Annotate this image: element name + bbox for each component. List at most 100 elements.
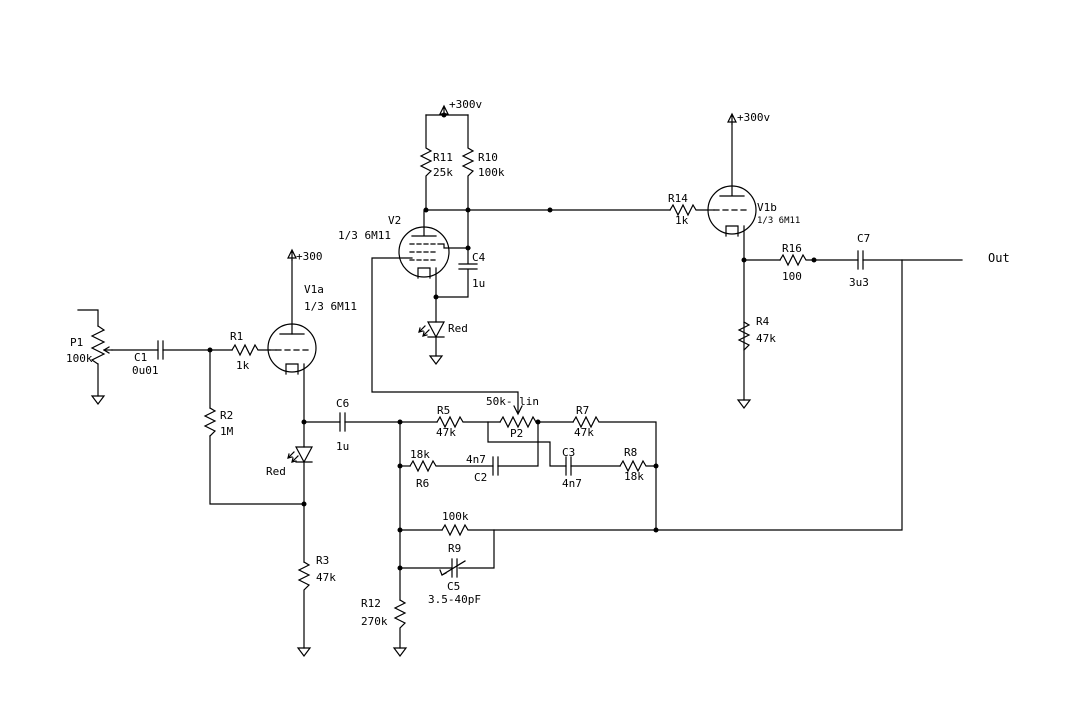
r16-value: 100 — [782, 270, 802, 283]
v1b-triode — [707, 123, 757, 401]
r10-ref: R10 — [478, 151, 498, 164]
c4-value: 1u — [472, 277, 485, 290]
r7-resistor — [572, 415, 657, 531]
r11-value: 25k — [433, 166, 453, 179]
r9-resistor — [441, 523, 657, 537]
led2-diode — [418, 296, 445, 357]
r16-ref: R16 — [782, 242, 802, 255]
r2-ref: R2 — [220, 409, 233, 422]
c7-capacitor — [857, 250, 864, 270]
r2-value: 1M — [220, 425, 234, 438]
r12-resistor — [393, 599, 407, 649]
p2-ref: P2 — [510, 427, 523, 440]
r2-resistor — [203, 407, 217, 437]
r9-ref: R9 — [448, 542, 461, 555]
v1a-triode — [267, 259, 317, 423]
r9-value: 100k — [442, 510, 469, 523]
p1-value: 100k — [66, 352, 93, 365]
junction-r9-right — [653, 527, 659, 533]
c3-capacitor — [565, 456, 572, 476]
r8-resistor — [619, 459, 657, 473]
p1-potentiometer — [77, 309, 113, 397]
p2-value: 50k- lin — [486, 395, 539, 408]
r5-value: 47k — [436, 426, 456, 439]
r3-resistor — [297, 561, 311, 649]
r11-ref: R11 — [433, 151, 453, 164]
v2-ref: V2 — [388, 214, 401, 227]
r12-ref: R12 — [361, 597, 381, 610]
r6-resistor — [409, 459, 494, 473]
r6-value: 18k — [410, 448, 430, 461]
v1a-value: 1/3 6M11 — [304, 300, 357, 313]
wire-p2-right-c3 — [537, 421, 567, 467]
wire-c5-loop — [399, 529, 495, 569]
p1-ground-symbol — [90, 395, 106, 405]
c1-capacitor — [157, 340, 164, 360]
c5-ref: C5 — [447, 580, 460, 593]
r3-ground-symbol — [296, 647, 312, 657]
r4-ground-symbol — [736, 399, 752, 409]
v1b-supply-arrow — [727, 112, 737, 125]
c7-ref: C7 — [857, 232, 870, 245]
wire-r2-bottom — [209, 435, 305, 505]
c3-ref: C3 — [562, 446, 575, 459]
v1a-ref: V1a — [304, 283, 324, 296]
wire-feedback — [655, 259, 903, 531]
v1a-supply-arrow — [287, 248, 297, 261]
p2-wiper-arrow — [513, 405, 523, 416]
r6-ref: R6 — [416, 477, 429, 490]
led2-label: Red — [448, 322, 468, 335]
r5-ref: R5 — [437, 404, 450, 417]
c4-capacitor — [435, 209, 478, 298]
c5-value: 3.5-40pF — [428, 593, 481, 606]
r3-ref: R3 — [316, 554, 329, 567]
v2-supply-label: +300v — [449, 98, 482, 111]
v1a-supply-label: +300 — [296, 250, 323, 263]
r11-resistor — [419, 114, 433, 211]
v2-pentode — [398, 209, 471, 298]
junction-v2-supply — [441, 112, 447, 118]
r8-ref: R8 — [624, 446, 637, 459]
r1-resistor — [231, 343, 271, 357]
r1-ref: R1 — [230, 330, 243, 343]
p1-ref: P1 — [70, 336, 83, 349]
r14-value: 1k — [675, 214, 689, 227]
junction-r6-left — [397, 463, 403, 469]
junction-r16-c7 — [811, 257, 817, 263]
v1b-ref: V1b — [757, 201, 777, 214]
output-label: Out — [988, 251, 1010, 265]
wire-v2-grid-to-p2 — [371, 257, 519, 413]
c6-ref: C6 — [336, 397, 349, 410]
c6-capacitor — [339, 412, 346, 432]
c6-value: 1u — [336, 440, 349, 453]
led1-diode — [287, 421, 313, 563]
r10-resistor — [461, 114, 475, 211]
r16-resistor — [779, 253, 859, 267]
junction-r2-r3 — [301, 501, 307, 507]
c1-value: 0u01 — [132, 364, 159, 377]
c2-capacitor — [492, 456, 499, 476]
r7-value: 47k — [574, 426, 594, 439]
r4-resistor — [737, 321, 751, 351]
p2-potentiometer — [499, 415, 537, 429]
c3-value: 4n7 — [562, 477, 582, 490]
r10-value: 100k — [478, 166, 505, 179]
v1b-value: 1/3 6M11 — [757, 216, 800, 226]
r8-value: 18k — [624, 470, 644, 483]
r5-resistor — [436, 415, 501, 429]
r12-ground-symbol — [392, 647, 408, 657]
v1b-supply-label: +300v — [737, 111, 770, 124]
r4-ref: R4 — [756, 315, 770, 328]
c7-value: 3u3 — [849, 276, 869, 289]
c5-trimmer-capacitor — [439, 558, 466, 578]
led2-ground-symbol — [428, 355, 444, 365]
r7-ref: R7 — [576, 404, 589, 417]
r14-resistor — [669, 203, 709, 217]
junction-r8-right — [653, 463, 659, 469]
r12-value: 270k — [361, 615, 388, 628]
led1-label: Red — [266, 465, 286, 478]
c1-ref: C1 — [134, 351, 147, 364]
junction-c5-left — [397, 565, 403, 571]
r3-value: 47k — [316, 571, 336, 584]
